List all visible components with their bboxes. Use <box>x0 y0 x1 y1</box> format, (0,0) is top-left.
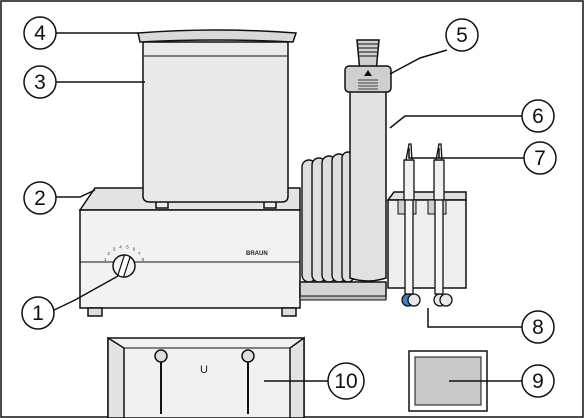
tray-mark: U <box>200 364 208 376</box>
leader-line-7 <box>408 148 524 159</box>
tip-holder <box>386 191 467 289</box>
callout-circle <box>327 362 365 400</box>
coiled-hose <box>301 151 355 283</box>
switch-arrow-icon <box>364 70 372 76</box>
switch-ribs <box>358 79 378 90</box>
jet-tips <box>401 143 453 307</box>
handle-dock <box>299 281 387 301</box>
callout-badge-5: 5 <box>445 18 479 52</box>
callout-number: 4 <box>34 22 46 45</box>
tip-stem <box>404 199 414 295</box>
tray-pin-right <box>241 349 255 414</box>
callout-number: 9 <box>532 370 544 393</box>
jet-tip-right <box>433 143 453 307</box>
handle <box>344 39 392 282</box>
tip-shaft <box>433 159 445 201</box>
callout-number: 5 <box>456 24 468 47</box>
base-front-face <box>79 209 301 309</box>
callout-number: 3 <box>34 71 46 94</box>
leader-line-5 <box>389 49 448 75</box>
callout-circle <box>21 296 55 330</box>
leader-line-2 <box>56 189 96 198</box>
callout-number: 2 <box>34 187 46 210</box>
handle-switch <box>344 65 392 93</box>
callout-badge-9: 9 <box>521 364 555 398</box>
dial-scale-number: 5 <box>126 244 129 249</box>
dial-scale-number: 1 <box>104 257 107 262</box>
callout-badge-7: 7 <box>523 141 557 175</box>
tray-pin-head <box>241 349 255 363</box>
reservoir-body <box>142 41 289 203</box>
callout-badge-4: 4 <box>23 16 57 50</box>
jet-tip-left <box>401 143 421 307</box>
brand-label: BRAUN <box>246 251 268 257</box>
holder-top-face <box>386 191 467 201</box>
callout-number: 7 <box>534 147 546 170</box>
callout-circle <box>23 65 57 99</box>
dial-scale-number: 6 <box>133 247 136 252</box>
tip-cap <box>407 293 421 307</box>
callout-circle <box>445 18 479 52</box>
base-foot-right <box>281 307 297 317</box>
callout-number: 6 <box>532 105 544 128</box>
dial-pointer <box>117 254 131 278</box>
holder-front-face <box>387 199 467 289</box>
callout-circle <box>521 310 555 344</box>
handle-body <box>349 71 387 282</box>
callout-circle <box>23 181 57 215</box>
leader-line-1 <box>51 275 119 312</box>
callout-number: 10 <box>334 370 357 393</box>
tray-body <box>107 337 305 418</box>
tray-pin-head <box>154 349 168 363</box>
callout-badge-6: 6 <box>521 99 555 133</box>
cover-plate <box>408 350 488 412</box>
callout-circle <box>23 16 57 50</box>
tip-shaft <box>403 159 415 201</box>
lid-shape <box>137 29 298 43</box>
dial-scale-number: 4 <box>119 244 122 249</box>
leader-line-8 <box>427 308 522 328</box>
storage-tray <box>107 336 305 418</box>
reservoir-lid <box>137 29 298 43</box>
dial-scale-number: 8 <box>142 257 145 262</box>
dock-foot <box>299 295 387 301</box>
tray-right-flange <box>289 336 305 418</box>
callout-badge-10: 10 <box>327 362 365 400</box>
leader-line-6 <box>389 115 522 129</box>
callout-badge-3: 3 <box>23 65 57 99</box>
callout-circle <box>521 364 555 398</box>
callout-badge-8: 8 <box>521 310 555 344</box>
callout-number: 8 <box>532 316 544 339</box>
callout-badge-2: 2 <box>23 181 57 215</box>
callout-number: 1 <box>32 302 44 325</box>
dial-scale-number: 2 <box>107 251 110 256</box>
callout-badge-1: 1 <box>21 296 55 330</box>
dial-scale-number: 3 <box>113 247 116 252</box>
tray-left-flange <box>107 336 125 418</box>
dial-scale-number: 7 <box>138 251 141 256</box>
tip-stem <box>434 199 444 295</box>
callout-circle <box>523 141 557 175</box>
callout-circle <box>521 99 555 133</box>
handle-tip-ribs <box>357 43 379 57</box>
tip-cap <box>439 293 453 307</box>
base-foot-left <box>87 307 103 317</box>
tray-pin-left <box>154 349 168 414</box>
water-reservoir <box>142 41 289 203</box>
leader-lines <box>51 32 524 382</box>
